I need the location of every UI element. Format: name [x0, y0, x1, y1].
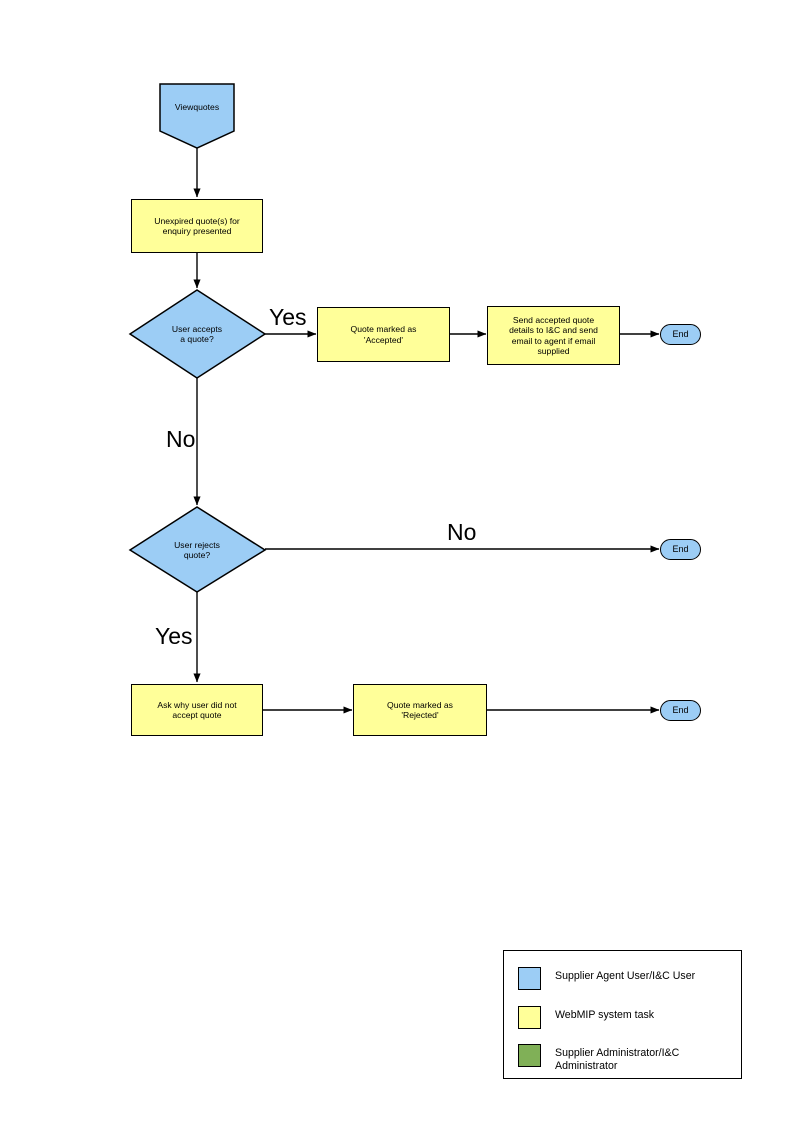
legend-item-supplier-agent: Supplier Agent User/I&C User — [518, 967, 695, 990]
edge-label-no-accepts: No — [166, 426, 196, 452]
terminator-end-2-label: End — [672, 544, 689, 555]
edge-label-no-rejects: No — [447, 519, 477, 545]
edge-label-yes-accepts: Yes — [269, 304, 307, 330]
terminator-end-3-label: End — [672, 705, 689, 716]
legend-label-supplier-admin: Supplier Administrator/I&C Administrator — [555, 1047, 680, 1072]
process-quote-marked-rejected[interactable]: Quote marked as 'Rejected' — [353, 684, 487, 736]
terminator-end-3[interactable]: End — [660, 700, 701, 721]
process-unexpired-quotes[interactable]: Unexpired quote(s) for enquiry presented — [131, 199, 263, 253]
process-send-accepted-details[interactable]: Send accepted quote details to I&C and s… — [487, 306, 620, 365]
edge-label-yes-rejects: Yes — [155, 623, 193, 649]
process-ask-why[interactable]: Ask why user did not accept quote — [131, 684, 263, 736]
decision-rejects-shape[interactable] — [128, 506, 267, 593]
process-quote-marked-accepted[interactable]: Quote marked as 'Accepted' — [317, 307, 450, 362]
terminator-end-2[interactable]: End — [660, 539, 701, 560]
legend-swatch-green — [518, 1044, 541, 1067]
legend-label-supplier-agent: Supplier Agent User/I&C User — [555, 970, 696, 982]
process-quote-marked-accepted-label: Quote marked as 'Accepted' — [350, 324, 417, 345]
legend-swatch-blue — [518, 967, 541, 990]
decision-accepts-shape[interactable] — [128, 289, 267, 379]
legend-swatch-yellow — [518, 1006, 541, 1029]
terminator-end-1-label: End — [672, 329, 689, 340]
legend-item-webmip-task: WebMIP system task — [518, 1006, 654, 1029]
process-quote-marked-rejected-label: Quote marked as 'Rejected' — [387, 699, 453, 720]
start-node-shape[interactable] — [159, 83, 235, 149]
legend-label-webmip-task: WebMIP system task — [555, 1009, 655, 1021]
process-send-accepted-details-label: Send accepted quote details to I&C and s… — [509, 315, 598, 356]
legend-item-supplier-admin: Supplier Administrator/I&C Administrator — [518, 1044, 679, 1073]
terminator-end-1[interactable]: End — [660, 324, 701, 345]
legend-panel: Supplier Agent User/I&C User WebMIP syst… — [503, 950, 742, 1079]
process-unexpired-quotes-label: Unexpired quote(s) for enquiry presented — [154, 215, 240, 236]
process-ask-why-label: Ask why user did not accept quote — [157, 699, 237, 720]
